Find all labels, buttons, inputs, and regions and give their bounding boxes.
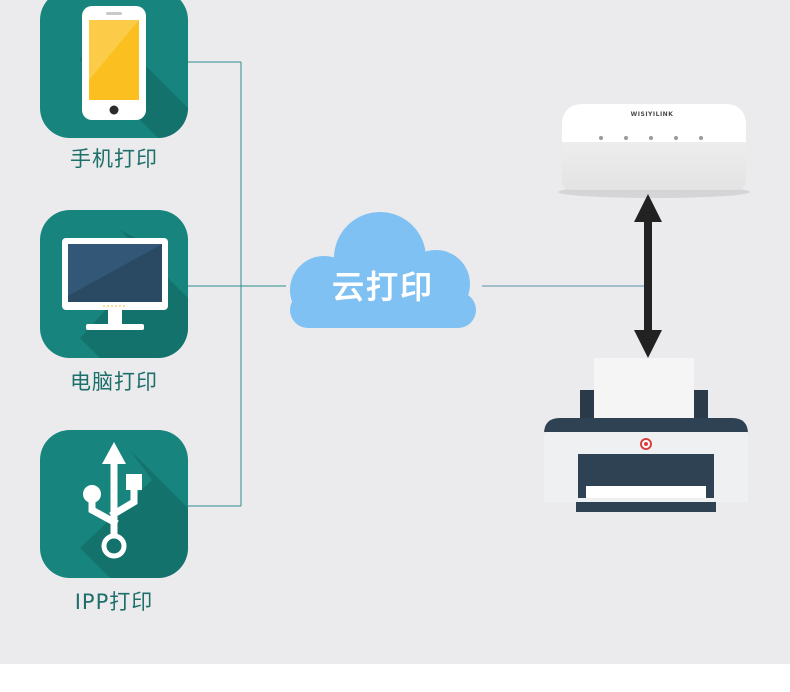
router-box-icon	[558, 104, 750, 198]
double-arrow-icon	[634, 194, 662, 358]
phone-tile	[40, 0, 188, 138]
phone-label: 手机打印	[70, 147, 158, 171]
cloud-label: 云打印	[331, 268, 434, 306]
ipp-tile	[40, 430, 188, 578]
cloud-icon	[290, 212, 476, 328]
monitor-icon	[62, 238, 168, 330]
connector-lines	[188, 61, 645, 507]
computer-tile	[40, 210, 188, 358]
router-brand: WISIYILINK	[630, 111, 674, 118]
smartphone-icon	[82, 6, 146, 120]
usb-icon	[83, 442, 142, 559]
printer-icon	[544, 358, 748, 512]
computer-label: 电脑打印	[70, 370, 158, 394]
diagram-canvas: 手机打印 电脑打印	[0, 0, 790, 664]
ipp-label: IPP打印	[74, 590, 154, 614]
